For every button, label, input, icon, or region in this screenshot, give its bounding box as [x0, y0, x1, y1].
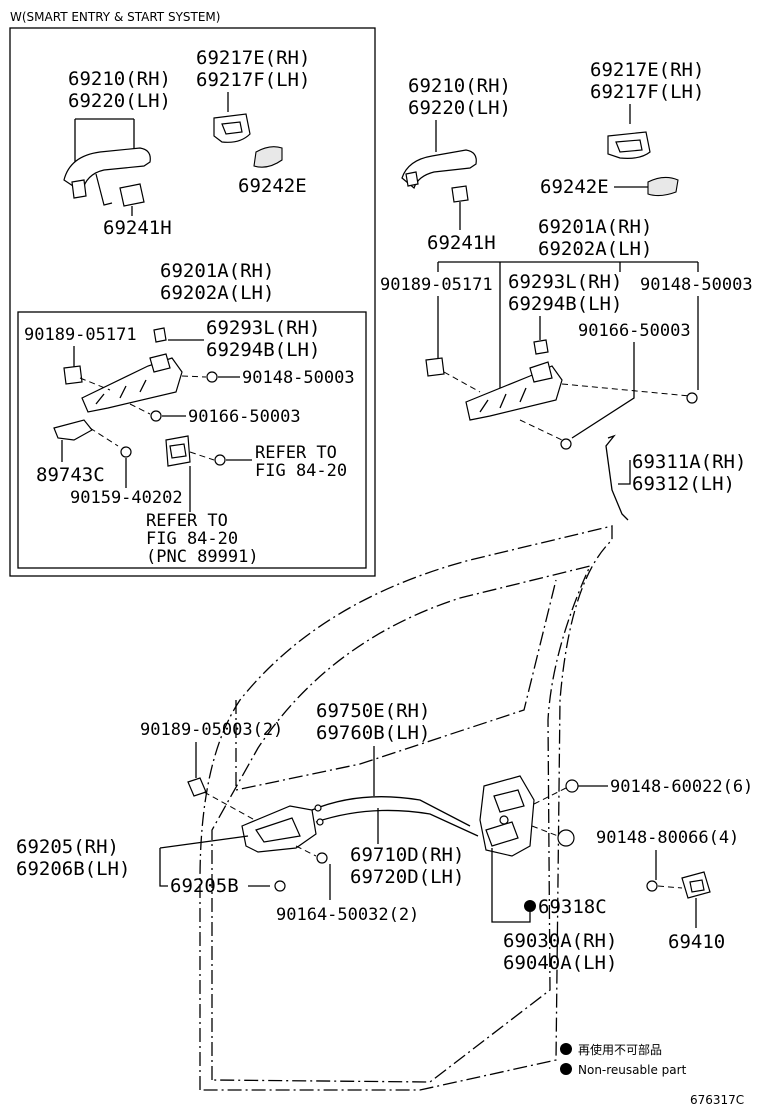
inset-screw-d-label: 90159-40202 [70, 488, 183, 508]
main-cables [311, 796, 479, 837]
inset-sensor-label: 89743C [36, 464, 105, 486]
inset-handle-rh: 69210(RH) [68, 68, 171, 90]
legend-dot-jp [560, 1043, 572, 1055]
inset-door-frame [63, 327, 183, 413]
inset-gasket [119, 183, 145, 207]
main-inside-rh: 69205(RH) [16, 836, 119, 858]
inset-switch-screw [189, 451, 226, 466]
main-door-frame [425, 339, 691, 441]
main-cable2-lh: 69720D(LH) [350, 866, 464, 888]
main-lock-lh: 69040A(LH) [503, 952, 617, 974]
inset-screw-c-label: 90166-50003 [188, 407, 301, 427]
inset-handle-lh: 69220(LH) [68, 90, 171, 112]
main-pad-label: 69242E [540, 176, 609, 198]
inset-refer2-l2: FIG 84-20 [146, 529, 238, 549]
main-inside-handle [241, 805, 317, 853]
main-inside-leader [159, 835, 249, 887]
inset-subframe [17, 311, 367, 569]
main-lock-rh: 69030A(RH) [503, 930, 617, 952]
inset-frame-rh: 69201A(RH) [160, 260, 274, 282]
main-clip [187, 777, 263, 825]
inset-sensor [53, 419, 119, 447]
footer-code: 676317C [690, 1093, 744, 1107]
main-screw-inside-b [274, 880, 286, 892]
main-lever-lh: 69294B(LH) [508, 293, 622, 315]
main-frame-lh: 69202A(LH) [538, 238, 652, 260]
main-lock-part: 69318C [538, 896, 607, 918]
main-cable2-rh: 69710D(RH) [350, 844, 464, 866]
main-screw-f [533, 779, 579, 805]
main-screw-g: 90148-80066(4) [596, 828, 739, 848]
legend-jp: 再使用不可部品 [578, 1042, 662, 1057]
legend-en: Non-reusable part [578, 1063, 687, 1077]
main-striker [646, 871, 711, 899]
main-lock-seal [531, 825, 575, 847]
main-cover-rh: 69217E(RH) [590, 59, 704, 81]
inset-cover [213, 113, 251, 143]
main-gasket [451, 185, 469, 203]
main-cable-rh: 69750E(RH) [316, 700, 430, 722]
main-screw-a: 90189-05171 [380, 275, 493, 295]
door-outline [199, 525, 613, 1091]
inset-cover-lh: 69217F(LH) [196, 69, 310, 91]
legend-dot-en [560, 1063, 572, 1075]
main-gasket-label: 69241H [427, 232, 496, 254]
inset-refer1-l1: REFER TO [255, 443, 337, 463]
main-frame-rh: 69201A(RH) [538, 216, 652, 238]
main-cover-lh: 69217F(LH) [590, 81, 704, 103]
inset-outside-handle [63, 147, 151, 206]
inset-lever-lh: 69294B(LH) [206, 339, 320, 361]
main-rod [605, 434, 629, 521]
main-rod-lh: 69312(LH) [632, 473, 735, 495]
inset-pad-label: 69242E [238, 175, 307, 197]
main-striker-label: 69410 [668, 931, 725, 953]
inset-screw-b-label: 90148-50003 [242, 368, 355, 388]
inset-refer1-l2: FIG 84-20 [255, 461, 347, 481]
main-frame-bracket [437, 261, 699, 392]
inset-screw-b [181, 371, 218, 383]
inset-screw-d [120, 446, 132, 458]
inset-frame-lh: 69202A(LH) [160, 282, 274, 304]
main-inside-lh: 69206B(LH) [16, 858, 130, 880]
main-handle-rh: 69210(RH) [408, 75, 511, 97]
main-inside-b: 69205B [170, 875, 239, 897]
main-screw-c-part [560, 438, 572, 450]
main-screw-f-label: 90148-60022(6) [610, 777, 753, 797]
inset-refer2-l3: (PNC 89991) [146, 547, 259, 567]
main-screw-e [295, 845, 328, 864]
inset-gasket-label: 69241H [103, 217, 172, 239]
inset-lever-rh: 69293L(RH) [206, 317, 320, 339]
inset-refer2-l1: REFER TO [146, 511, 228, 531]
inset-pad [253, 146, 283, 168]
header-title: W(SMART ENTRY & START SYSTEM) [10, 10, 220, 24]
main-cover [607, 131, 651, 159]
main-screw-c-leader [571, 342, 635, 439]
main-screw-e-label: 90164-50032(2) [276, 905, 419, 925]
main-lock-leader [491, 848, 531, 923]
inset-screw-c [129, 403, 162, 422]
main-cable-lh: 69760B(LH) [316, 722, 430, 744]
inset-switch [165, 435, 191, 467]
inset-cover-rh: 69217E(RH) [196, 47, 310, 69]
inset-screw-a: 90189-05171 [24, 325, 137, 345]
main-pad [647, 176, 679, 197]
main-rod-leader [618, 460, 631, 485]
inset-frame [9, 27, 376, 577]
non-reusable-mark [524, 900, 536, 912]
main-clip-label: 90189-05003(2) [140, 720, 283, 740]
main-rod-rh: 69311A(RH) [632, 451, 746, 473]
main-outside-handle [401, 149, 477, 190]
main-door-lock [479, 775, 535, 857]
main-lever-rh: 69293L(RH) [508, 271, 622, 293]
main-screw-b-part [686, 392, 698, 404]
main-handle-lh: 69220(LH) [408, 97, 511, 119]
main-screw-c: 90166-50003 [578, 321, 691, 341]
main-screw-b: 90148-50003 [640, 275, 753, 295]
